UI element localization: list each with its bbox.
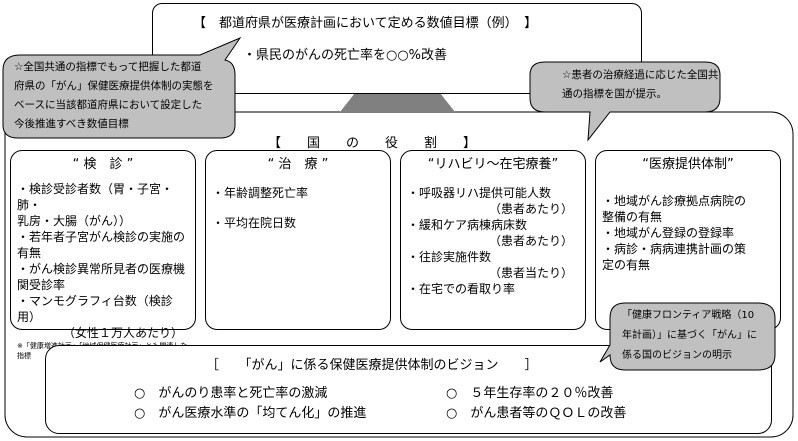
role-box-care-system: “医療提供体制” ・地域がん診療拠点病院の 整備の有無 ・地域がん登録の登録率 … xyxy=(595,150,781,330)
role-item: ・平均在院日数 xyxy=(212,216,297,230)
role-item: ・緩和ケア病棟病床数 xyxy=(407,218,528,232)
role-item: ・マンモグラフィ台数（検診用） xyxy=(17,294,173,324)
callout-bottom-text: 「健康フロンティア戦略（10 年計画）」に基づく「がん」に 係る国のビジョンの明… xyxy=(622,310,757,361)
role-item: ・呼吸器リハ提供可能人数 xyxy=(407,186,552,200)
callout-left-text: ☆全国共通の指標でもって把握した都道 府県の「がん」保健医療提供体制の実態を ベ… xyxy=(14,61,214,130)
vision-item: ○ ５年生存率の２０％改善 xyxy=(446,386,614,401)
role-heading: “医療提供体制” xyxy=(642,157,734,172)
callout-bottom-shape xyxy=(599,302,776,371)
target-title: 【 都道府県が医療計画において定める数値目標（例） 】 xyxy=(193,16,538,31)
vision-title: ［ 「がん」に係る保健医療提供体制のビジョン ］ xyxy=(206,358,538,373)
role-item: ・検診受診者数（胃・子宮・肺・ 乳房・大腸（がん）） xyxy=(17,182,174,228)
role-item-sub: （患者あたり） xyxy=(488,202,573,216)
vision-item: ○ がんのり患率と死亡率の激減 xyxy=(134,386,328,401)
role-heading: “ 治 療 ” xyxy=(267,157,329,172)
callout-left-shape xyxy=(2,36,242,139)
role-box-treatment: “ 治 療 ” ・年齢調整死亡率 ・平均在院日数 xyxy=(205,150,391,330)
roles-title: 【 国 の 役 割 】 xyxy=(268,136,477,151)
vision-item: ○ がん患者等のＱＯＬの改善 xyxy=(446,406,627,421)
role-item: ・往診実施件数 xyxy=(407,250,492,264)
role-item: ・若年者子宮がん検診の実施の 有無 xyxy=(17,230,186,260)
callout-right-shape xyxy=(529,61,721,142)
role-item: ・地域がん登録の登録率 xyxy=(602,226,735,240)
role-heading: “ 検 診 ” xyxy=(72,157,134,172)
target-item: ・県民のがんの死亡率を○○%改善 xyxy=(243,48,448,63)
vision-item: ○ がん医療水準の「均てん化」の推進 xyxy=(134,406,367,421)
role-item: ・在宅での看取り率 xyxy=(407,282,516,296)
role-item: ・がん検診異常所見者の医療機 関受診率 xyxy=(17,262,186,292)
role-item-sub: （女性１万人あたり） xyxy=(62,326,183,340)
callout-right-text: ☆患者の治療経過に応じた全国共 通の指標を国が提示。 xyxy=(562,69,719,100)
role-item: ・年齢調整死亡率 xyxy=(212,186,309,200)
role-box-rehab-homecare: “リハビリ～在宅療養” ・呼吸器リハ提供可能人数 （患者あたり） ・緩和ケア病棟… xyxy=(400,150,586,330)
role-item-sub: （患者あたり） xyxy=(488,234,573,248)
role-heading: “リハビリ～在宅療養” xyxy=(427,157,559,172)
role-item-sub: （患者当たり） xyxy=(488,266,573,280)
pedestal-triangle xyxy=(340,93,455,112)
role-item: ・病診・病病連携計画の策 定の有無 xyxy=(602,242,747,272)
role-item: ・地域がん診療拠点病院の 整備の有無 xyxy=(602,194,747,224)
